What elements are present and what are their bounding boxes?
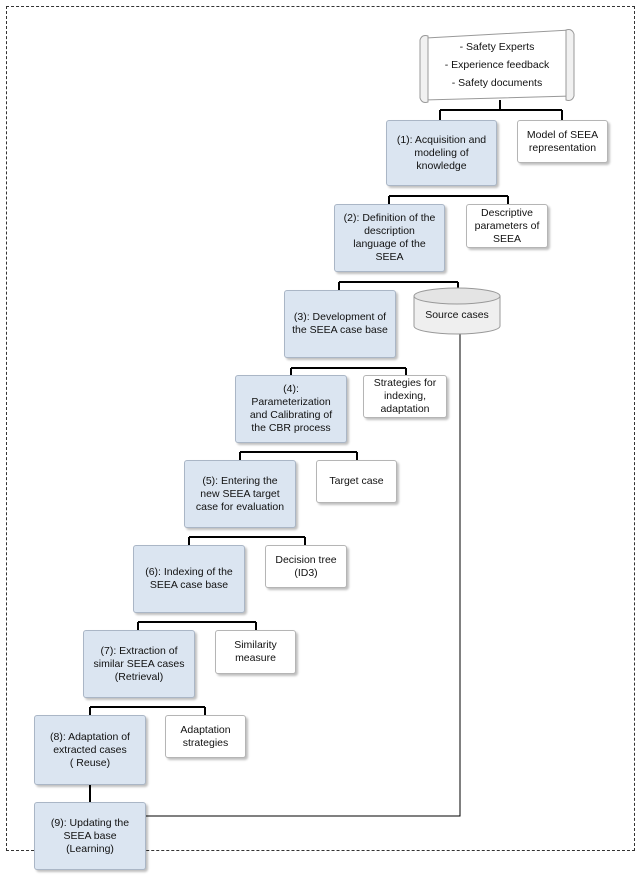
step-2-box: (2): Definition of the description langu… bbox=[334, 204, 445, 272]
adaptation-strategies-box: Adaptation strategies bbox=[165, 715, 246, 758]
step-6-box: (6): Indexing of the SEEA case base bbox=[133, 545, 245, 613]
model-representation-box: Model of SEEA representation bbox=[517, 120, 608, 163]
source-item: - Experience feedback bbox=[444, 59, 550, 71]
database-icon bbox=[413, 287, 501, 335]
step-8-box: (8): Adaptation of extracted cases ( Reu… bbox=[34, 715, 146, 785]
step-3-box: (3): Development of the SEEA case base bbox=[284, 290, 396, 358]
source-item: - Safety Experts bbox=[459, 41, 535, 53]
source-item: - Safety documents bbox=[451, 77, 543, 89]
target-case-box: Target case bbox=[316, 460, 397, 503]
diagram-frame bbox=[6, 6, 635, 851]
step-4-box: (4): Parameterization and Calibrating of… bbox=[235, 375, 347, 443]
step-1-box: (1): Acquisition and modeling of knowled… bbox=[386, 120, 497, 186]
descriptive-parameters-box: Descriptive parameters of SEEA bbox=[466, 204, 548, 248]
step-9-box: (9): Updating the SEEA base (Learning) bbox=[34, 802, 146, 870]
branch-connectors bbox=[89, 100, 563, 802]
knowledge-sources: - Safety Experts - Experience feedback -… bbox=[428, 38, 566, 92]
scroll-shape bbox=[419, 29, 575, 103]
strategies-box: Strategies for indexing, adaptation bbox=[363, 375, 447, 418]
step-5-box: (5): Entering the new SEEA target case f… bbox=[184, 460, 296, 528]
step-7-box: (7): Extraction of similar SEEA cases (R… bbox=[83, 630, 195, 698]
decision-tree-box: Decision tree (ID3) bbox=[265, 545, 347, 588]
source-cases-label: Source cases bbox=[425, 309, 489, 321]
similarity-measure-box: Similarity measure bbox=[215, 630, 296, 674]
